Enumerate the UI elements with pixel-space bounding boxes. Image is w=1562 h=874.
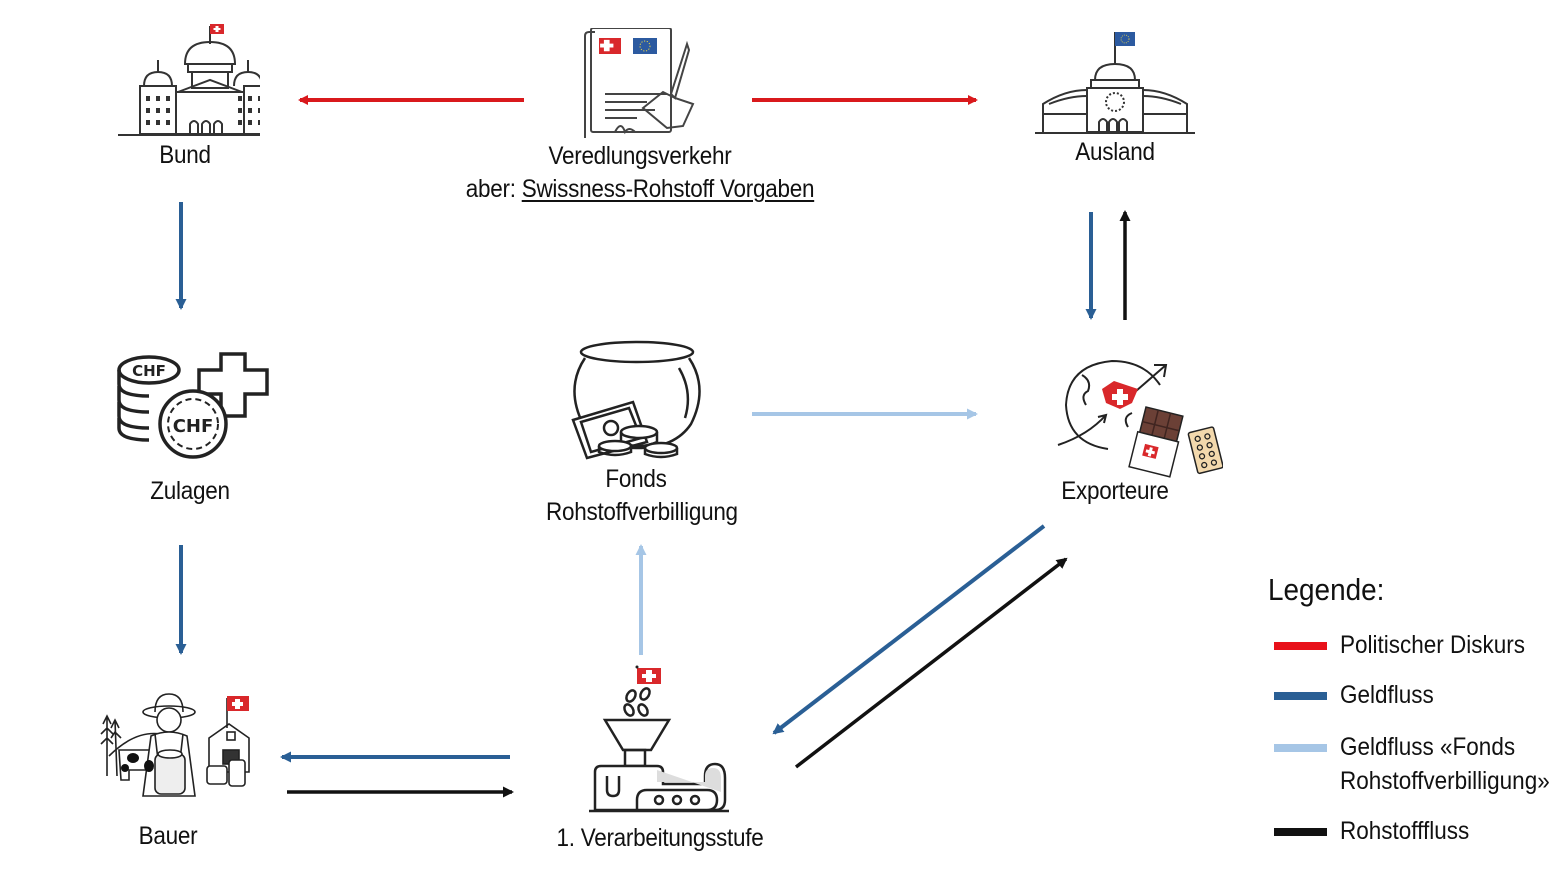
legend-swatch-blue (1274, 692, 1327, 700)
arrow-verarbeitung-to-exporteure (794, 557, 1068, 769)
money-pot-icon (570, 340, 701, 460)
globe-chocolate-icon (1057, 359, 1223, 478)
node-label-veredlungsverkehr: Veredlungsverkehr (548, 142, 732, 170)
node-bund: Bund (90, 14, 280, 172)
legend-item-political: Politischer Diskurs (1268, 628, 1525, 678)
legend-swatch-black (1274, 828, 1327, 836)
node-label-exporteure: Exporteure (1061, 477, 1169, 505)
node-label-zulagen: Zulagen (150, 477, 230, 505)
node-bauer: Bauer (84, 676, 264, 853)
node-exporteure: Exporteure (1040, 345, 1230, 508)
node-label-bauer: Bauer (138, 822, 198, 850)
legend-label: Politischer Diskurs (1340, 631, 1526, 659)
legend-item-raw-material: Rohstofffluss (1268, 814, 1469, 854)
legend-swatch-light-blue (1274, 744, 1327, 752)
node-label-verarbeitungsstufe: 1. Verarbeitungsstufe (556, 824, 764, 852)
legend-label: Rohstofffluss (1340, 817, 1470, 845)
node-veredlungsverkehr: Veredlungsverkehr aber: Swissness-Rohsto… (440, 28, 840, 206)
swissness-link[interactable]: Swissness-Rohstoff Vorgaben (521, 175, 815, 203)
svg-text:CHF: CHF (132, 362, 166, 380)
legend: Legende: Politischer Diskurs Geldfluss G… (1268, 572, 1550, 854)
legend-label: Geldfluss «Fonds Rohstoffverbilligung» (1340, 730, 1550, 798)
legend-item-fund-money: Geldfluss «Fonds Rohstoffverbilligung» (1268, 730, 1550, 814)
node-ausland: Ausland (1020, 28, 1210, 169)
chf-coins-plus-icon: CHF CHF (117, 352, 269, 459)
arrow-exporteure-to-verarbeitung (772, 524, 1046, 735)
node-fonds: Fonds Rohstoffverbilligung (536, 338, 738, 529)
processing-machine-icon (589, 665, 729, 813)
federal-palace-icon (118, 24, 260, 136)
legend-label-line2: Rohstoffverbilligung» (1340, 767, 1550, 795)
legend-label-line1: Geldfluss «Fonds (1340, 733, 1516, 761)
legend-title: Legende: (1268, 572, 1385, 607)
legend-swatch-red (1274, 642, 1327, 650)
node-label-fonds: Fonds (605, 465, 667, 493)
node-label-fonds-line2: Rohstoffverbilligung (546, 498, 738, 526)
farmer-icon (100, 693, 250, 797)
node-label-bund: Bund (159, 141, 211, 169)
contract-handshake-icon (584, 28, 695, 138)
node-zulagen: CHF CHF Zulagen (100, 348, 280, 508)
legend-label: Geldfluss (1340, 681, 1434, 709)
svg-text:CHF: CHF (173, 416, 214, 437)
legend-item-money: Geldfluss (1268, 678, 1434, 730)
node-sublabel-veredlungsverkehr: aber: Swissness-Rohstoff Vorgaben (460, 173, 820, 206)
sublabel-prefix: aber: (465, 175, 522, 203)
node-label-ausland: Ausland (1075, 138, 1155, 166)
node-verarbeitungsstufe: 1. Verarbeitungsstufe (520, 662, 800, 855)
eu-parliament-icon (1035, 32, 1195, 134)
